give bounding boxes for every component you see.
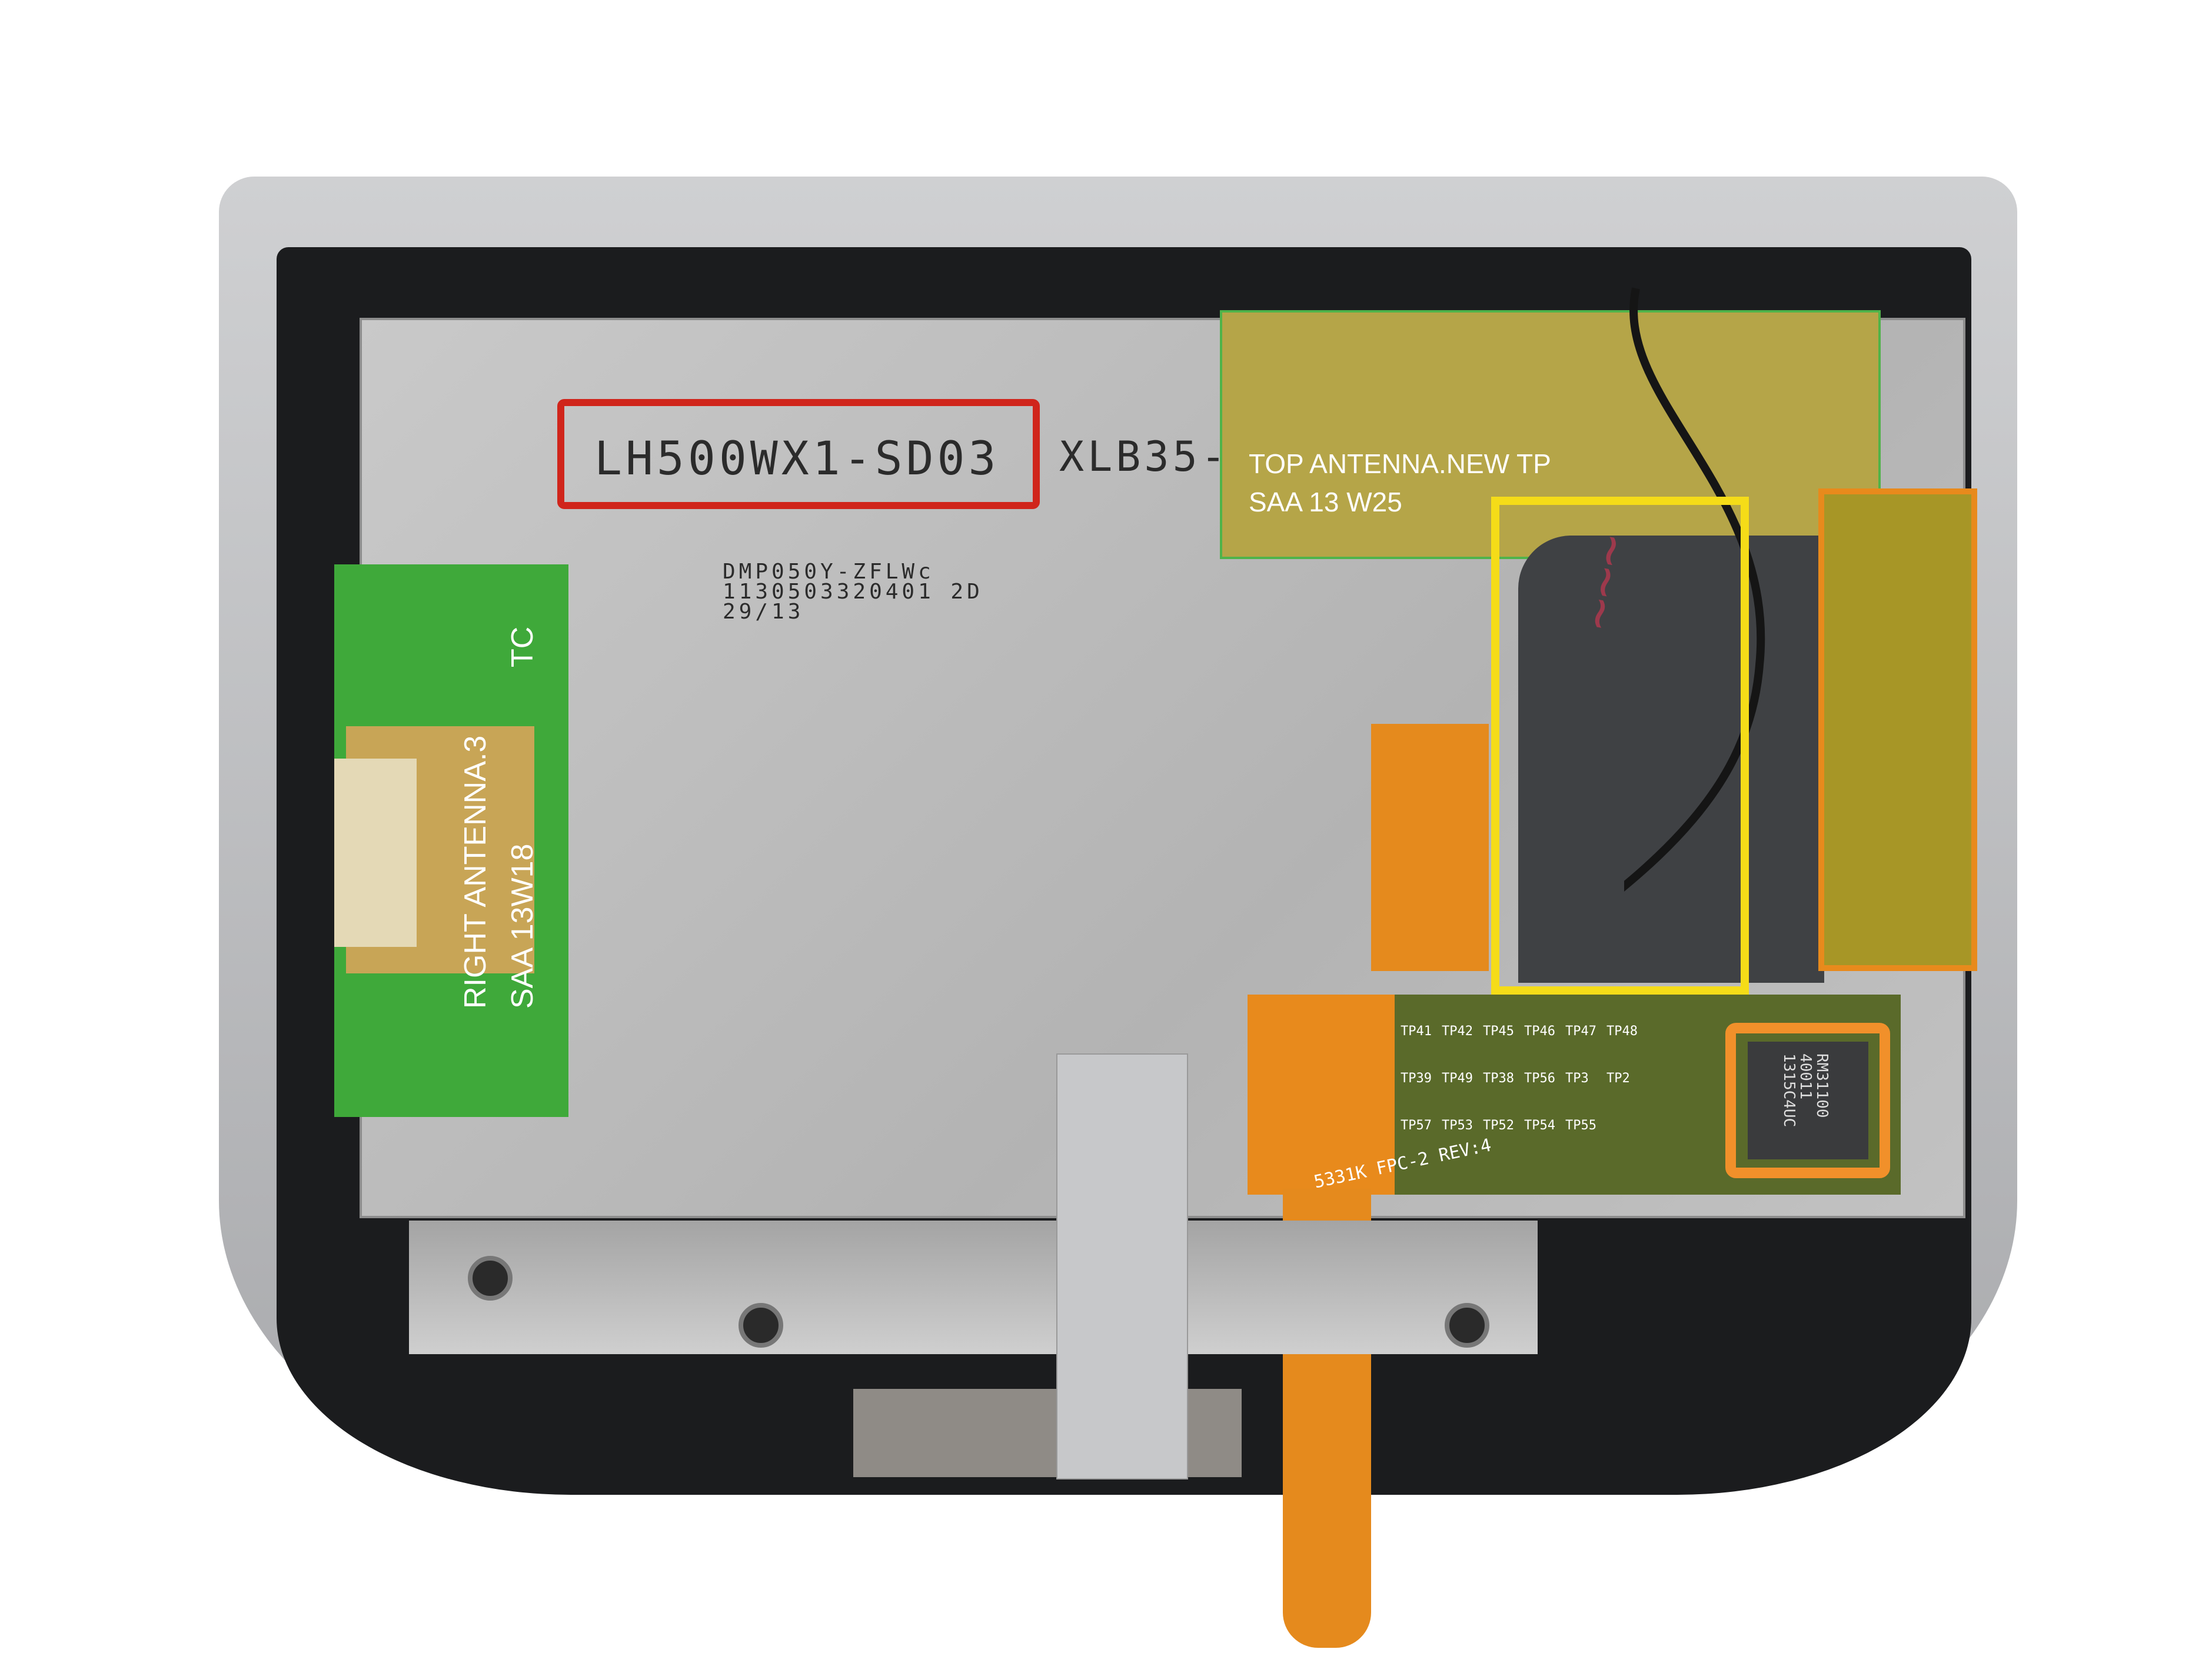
antenna-pad: [334, 759, 417, 947]
code-line: 29/13: [723, 600, 804, 624]
top-antenna-tape: TOP ANTENNA.NEW TP SAA 13 W25: [1220, 310, 1881, 559]
code-line: DMP050Y-ZFLWc: [723, 560, 934, 584]
test-point-label: TP53: [1442, 1118, 1473, 1133]
yellow-highlight-box: [1491, 497, 1749, 995]
test-point-label: TP48: [1606, 1024, 1638, 1039]
test-point-label: TP45: [1483, 1024, 1514, 1039]
test-point-label: TP55: [1565, 1118, 1596, 1133]
antenna-tc: TC: [505, 626, 540, 667]
right-antenna-tape: RIGHT ANTENNA.3 SAA 13W18 TC: [334, 564, 568, 1117]
wireless-module-pad: ~~~: [1518, 530, 1824, 983]
antenna-cable: [1624, 287, 1765, 892]
test-point-label: TP3: [1565, 1071, 1589, 1086]
metal-tape: [1056, 1053, 1188, 1480]
test-point-label: TP47: [1565, 1024, 1596, 1039]
test-point-label: TP42: [1442, 1024, 1473, 1039]
red-highlight-box: [557, 399, 1040, 509]
test-point-label: TP57: [1401, 1118, 1432, 1133]
antenna-label: TOP ANTENNA.NEW TP: [1249, 448, 1551, 479]
hinge-bracket: [409, 1221, 1538, 1354]
code-line: 1130503320401 2D: [723, 580, 983, 604]
lcd-model-suffix: XLB35-: [1059, 433, 1229, 481]
antenna-label: RIGHT ANTENNA.3: [458, 735, 493, 1009]
test-point-label: TP56: [1524, 1071, 1555, 1086]
test-point-label: TP38: [1483, 1071, 1514, 1086]
antenna-code: SAA 13 W25: [1249, 487, 1402, 517]
test-point-label: TP39: [1401, 1071, 1432, 1086]
orange-highlight-box: [1725, 1023, 1890, 1178]
screw-hole: [1445, 1303, 1489, 1348]
side-circuit-board: [1818, 488, 1977, 971]
antenna-code: SAA 13W18: [505, 843, 540, 1009]
lcd-model-number: LH500WX1-SD03: [594, 433, 1000, 486]
test-point-label: TP49: [1442, 1071, 1473, 1086]
test-point-label: TP2: [1606, 1071, 1630, 1086]
test-point-label: TP41: [1401, 1024, 1432, 1039]
test-point-label: TP54: [1524, 1118, 1555, 1133]
test-point-label: TP52: [1483, 1118, 1514, 1133]
flex-cable-main: [1248, 995, 1395, 1195]
test-point-label: TP46: [1524, 1024, 1555, 1039]
screw-hole: [468, 1256, 513, 1301]
screw-hole: [739, 1303, 783, 1348]
flex-cable-left: [1371, 724, 1489, 971]
